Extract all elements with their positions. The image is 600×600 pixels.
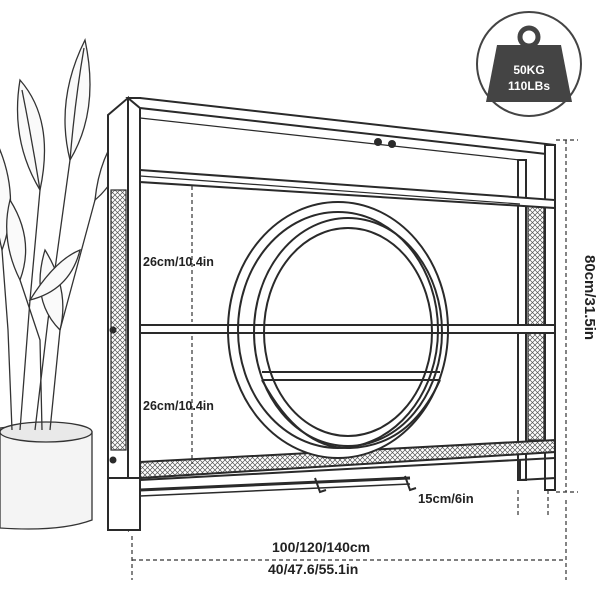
shelf-frame (107, 95, 556, 532)
lower-shelf-spacing-label: 26cm/10.4in (143, 399, 214, 413)
width-metric-label: 100/120/140cm (272, 539, 370, 555)
height-label: 80cm/31.5in (581, 255, 598, 340)
weight-capacity-badge: 50KG 110LBs (476, 11, 582, 117)
capacity-imperial-label: 110LBs (508, 79, 550, 93)
right-mesh-panel (527, 204, 545, 441)
left-mesh-panel (110, 189, 127, 451)
upper-shelf-spacing-label: 26cm/10.4in (143, 255, 214, 269)
weight-icon (486, 25, 572, 102)
rail-depth-label: 15cm/6in (418, 491, 474, 506)
capacity-metric-label: 50KG (513, 63, 544, 77)
width-imperial-label: 40/47.6/55.1in (268, 561, 358, 577)
circular-shelf (140, 201, 555, 459)
bottom-mesh-shelf (139, 438, 556, 480)
dimension-lines (131, 139, 578, 580)
